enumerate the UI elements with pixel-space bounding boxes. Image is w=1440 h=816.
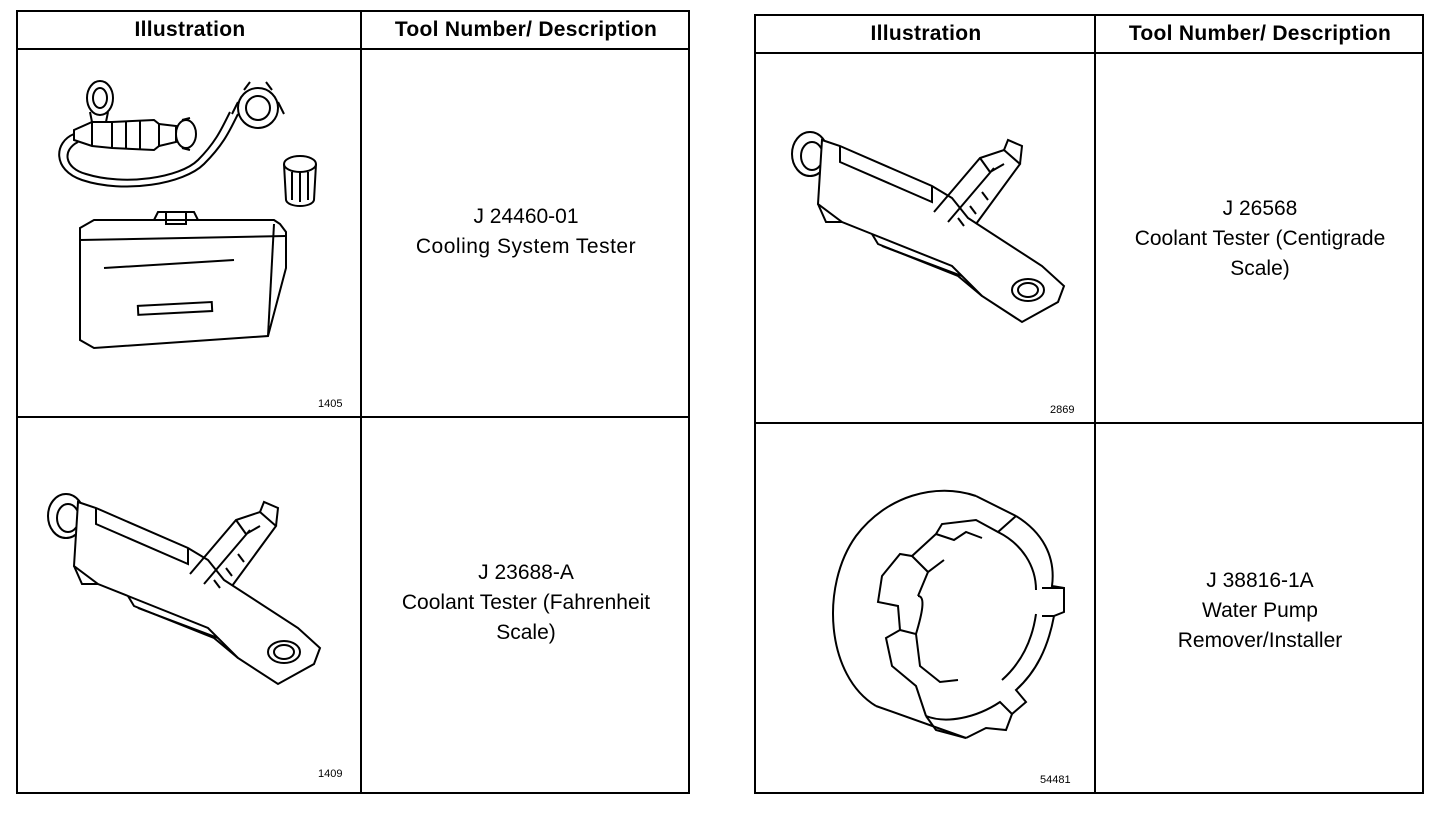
left-tool-table: Illustration Tool Number/ Description [16, 10, 690, 794]
illustration-header: Illustration [134, 18, 246, 41]
tool-number: J 26568 [1222, 197, 1298, 220]
tool-number: J 24460-01 [473, 205, 579, 228]
coolant-tester-icon [38, 488, 328, 688]
column-divider [1094, 16, 1096, 792]
description-header: Tool Number/ Description [394, 18, 658, 41]
tool-description-line: Remover/Installer [1177, 629, 1343, 652]
figure-number: 2869 [1050, 404, 1075, 416]
figure-number: 54481 [1040, 774, 1071, 786]
row-divider [18, 416, 688, 418]
tool-description-line: Scale) [1230, 257, 1290, 280]
table-header: Illustration Tool Number/ Description [18, 12, 688, 50]
right-tool-table: Illustration Tool Number/ Description 28… [754, 14, 1424, 794]
tool-description-line: Coolant Tester (Fahrenheit [401, 591, 651, 614]
tool-description-line: Coolant Tester (Centigrade [1134, 227, 1386, 250]
row-divider [756, 422, 1422, 424]
tool-description-cell: J 24460-01 Cooling System Tester [364, 202, 688, 262]
description-header: Tool Number/ Description [1128, 22, 1392, 45]
tool-description-line: Cooling System Tester [415, 235, 637, 258]
coolant-tester-icon [782, 126, 1072, 326]
tool-description-cell: J 23688-A Coolant Tester (Fahrenheit Sca… [364, 558, 688, 648]
tool-description-cell: J 38816-1A Water Pump Remover/Installer [1098, 566, 1422, 656]
tool-number: J 38816-1A [1206, 569, 1314, 592]
tool-description-cell: J 26568 Coolant Tester (Centigrade Scale… [1098, 194, 1422, 284]
table-header: Illustration Tool Number/ Description [756, 16, 1422, 54]
cooling-system-tester-icon [34, 72, 324, 362]
tool-description-line: Water Pump [1202, 599, 1318, 622]
figure-number: 1405 [318, 398, 343, 410]
tool-number: J 23688-A [478, 561, 574, 584]
water-pump-tool-icon [816, 476, 1076, 746]
tool-description-line: Scale) [496, 621, 556, 644]
illustration-header: Illustration [870, 22, 982, 45]
figure-number: 1409 [318, 768, 343, 780]
column-divider [360, 12, 362, 792]
